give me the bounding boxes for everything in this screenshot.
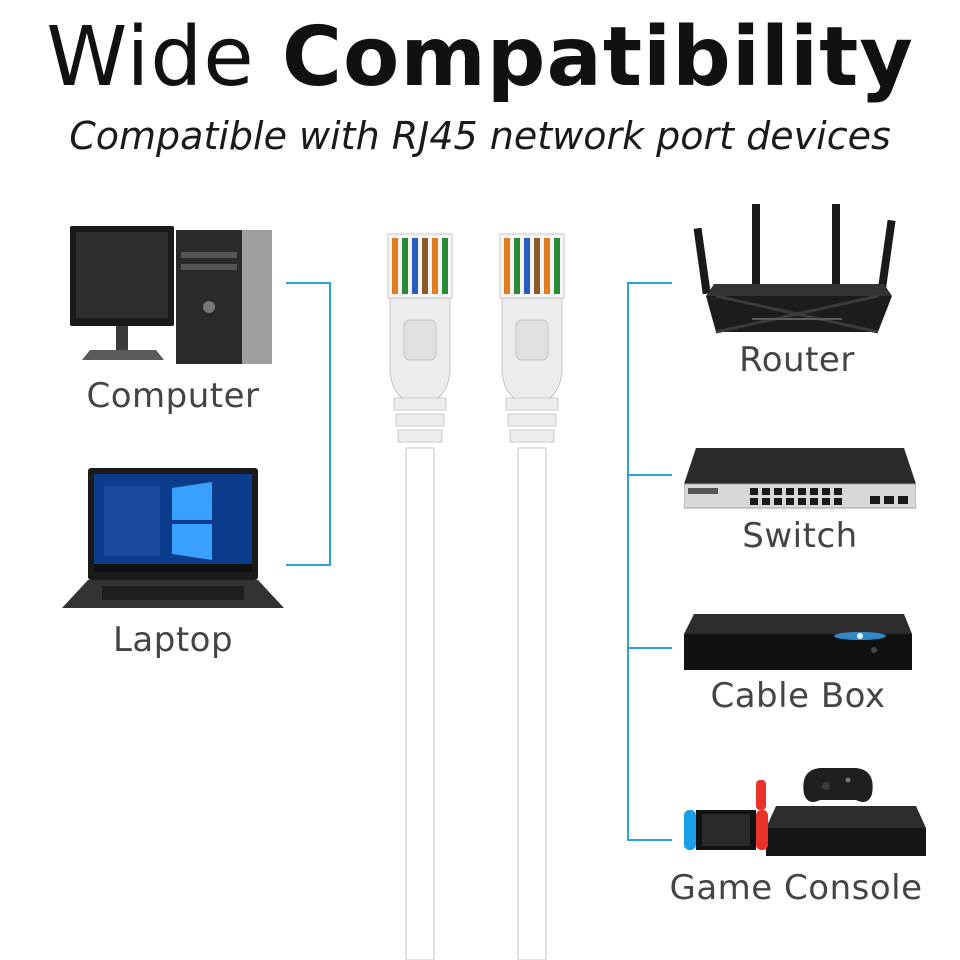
title-bold-word: Compatibility [281, 10, 914, 105]
right-bracket-line [627, 282, 672, 841]
game-console-icon [680, 766, 932, 862]
device-label-cable-box: Cable Box [710, 676, 886, 716]
laptop-icon [62, 468, 284, 613]
page-subtitle: Compatible with RJ45 network port device… [69, 114, 891, 158]
device-label-switch: Switch [742, 516, 858, 556]
router-icon [692, 200, 902, 336]
ethernet-cable-right-icon [492, 228, 572, 960]
cable-box-icon [684, 612, 912, 674]
device-label-router: Router [739, 340, 855, 380]
page-title: Wide Compatibility [0, 8, 960, 108]
device-label-computer: Computer [86, 376, 260, 416]
title-light-word: Wide [46, 10, 255, 105]
left-bracket-line [286, 282, 331, 566]
device-label-game-console: Game Console [669, 868, 923, 908]
device-label-laptop: Laptop [112, 620, 234, 660]
network-switch-icon [684, 446, 916, 510]
desktop-computer-icon [68, 222, 278, 367]
ethernet-cable-left-icon [380, 228, 460, 960]
